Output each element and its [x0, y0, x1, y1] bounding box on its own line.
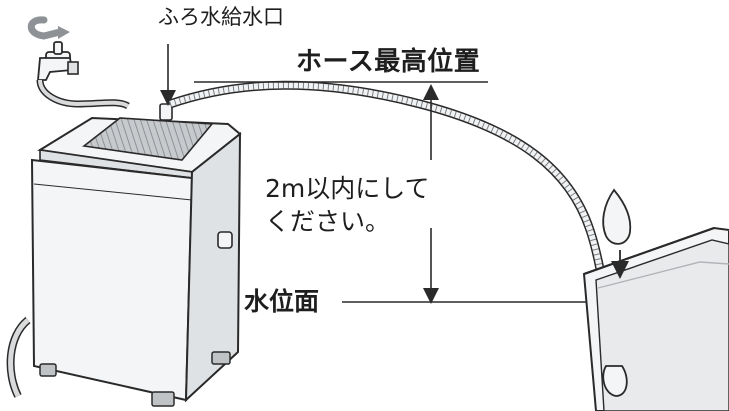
water-level-label: 水位面 [244, 287, 320, 316]
bath-water-inlet-label: ふろ水給水口 [158, 5, 284, 29]
faucet-icon [27, 16, 130, 110]
height-limit-line-1: 2m以内にして [265, 174, 430, 203]
hose-max-position-label: ホース最高位置 [296, 47, 481, 77]
water-surface [597, 261, 729, 289]
rotate-arrow-icon [27, 16, 64, 40]
machine-lid [82, 117, 214, 161]
pump-strainer [602, 188, 632, 397]
height-limit-note: 2m以内にして ください。 [265, 172, 430, 238]
height-limit-line-2: ください。 [265, 207, 391, 236]
washing-machine [6, 103, 242, 407]
